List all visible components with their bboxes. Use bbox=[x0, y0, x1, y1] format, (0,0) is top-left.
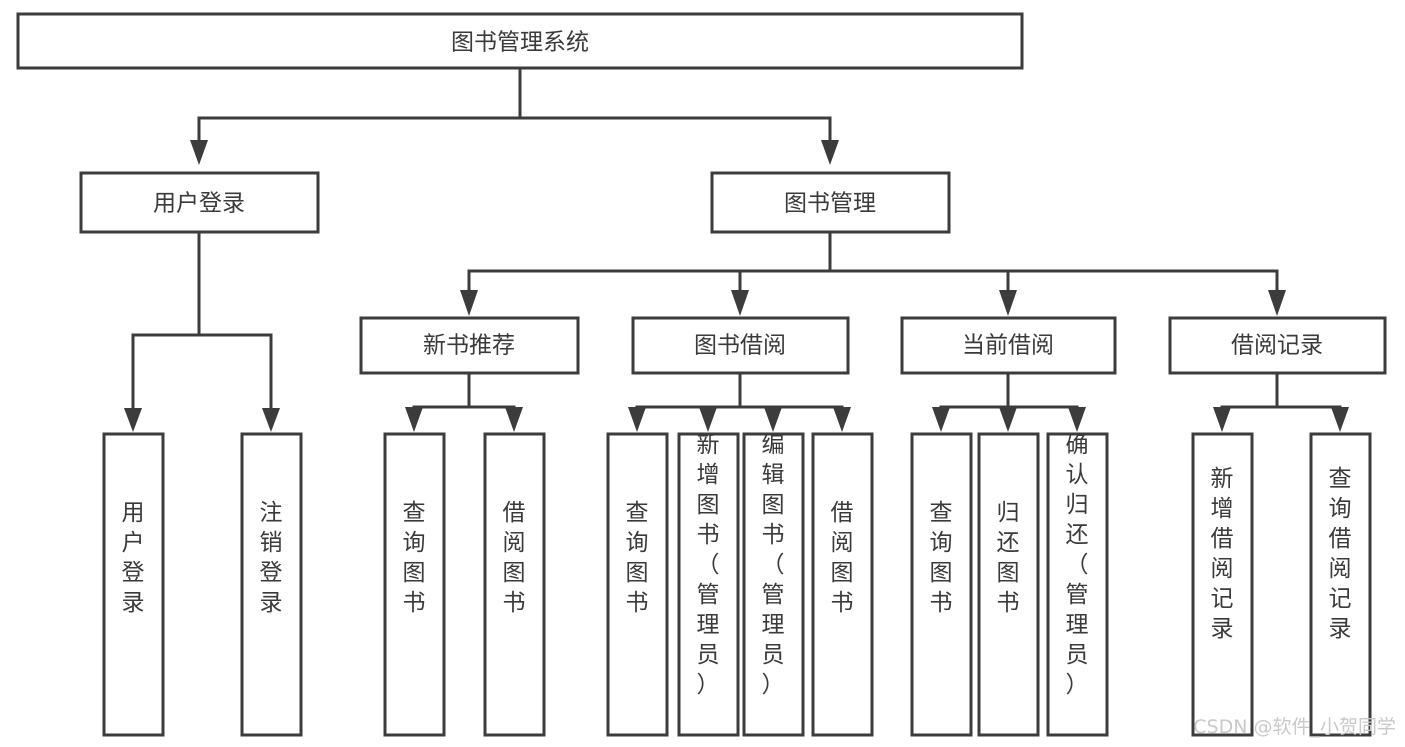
arrowhead-to-book-mgmt bbox=[821, 140, 839, 165]
arrowhead-borrow-leaf-2 bbox=[764, 407, 782, 432]
leaf-node-records-0[interactable]: 新增借阅记录 bbox=[1191, 432, 1254, 737]
leaf-node-current-2[interactable]: 确认归还（管理员） bbox=[1046, 432, 1109, 737]
node-book-management[interactable]: 图书管理 bbox=[710, 171, 951, 234]
arrowhead-recommend-leaf-1 bbox=[505, 407, 523, 432]
leaf-box-current-1[interactable] bbox=[977, 432, 1040, 737]
leaf-box-current-0[interactable] bbox=[910, 432, 973, 737]
leaf-node-current-0[interactable]: 查询图书 bbox=[910, 432, 973, 737]
leaf-label-current-0: 查询图书 bbox=[930, 500, 953, 616]
leaf-label-records-0: 新增借阅记录 bbox=[1211, 466, 1234, 642]
node-book-management-box[interactable] bbox=[710, 171, 951, 234]
node-book-management-label: 图书管理 bbox=[784, 191, 876, 217]
leaf-label-recommend-1: 借阅图书 bbox=[503, 500, 526, 616]
arrowhead-current-leaf-0 bbox=[932, 407, 950, 432]
node-user-login-label: 用户登录 bbox=[153, 191, 245, 217]
arrowhead-records-leaf-0 bbox=[1213, 407, 1231, 432]
leaf-node-current-1[interactable]: 归还图书 bbox=[977, 432, 1040, 737]
leaf-box-borrow-2[interactable] bbox=[742, 432, 805, 737]
node-current-borrow-label: 当前借阅 bbox=[962, 333, 1054, 359]
arrowhead-to-user-login bbox=[190, 140, 208, 165]
node-book-borrow[interactable]: 图书借阅 bbox=[631, 316, 850, 375]
arrowhead-to-new-book-recommend bbox=[460, 290, 478, 316]
node-user-login[interactable]: 用户登录 bbox=[79, 171, 320, 234]
node-new-book-recommend-box[interactable] bbox=[359, 316, 580, 375]
node-book-borrow-label: 图书借阅 bbox=[694, 333, 786, 359]
leaf-label-borrow-1: 新增图书（管理员） bbox=[697, 432, 720, 698]
node-user-login-box[interactable] bbox=[79, 171, 320, 234]
node-borrow-records[interactable]: 借阅记录 bbox=[1168, 316, 1387, 375]
arrowhead-to-book-borrow bbox=[731, 290, 749, 316]
arrowhead-borrow-leaf-0 bbox=[628, 407, 646, 432]
node-current-borrow-box[interactable] bbox=[900, 316, 1117, 375]
leaf-node-borrow-3[interactable]: 借阅图书 bbox=[811, 432, 874, 737]
arrowhead-records-leaf-1 bbox=[1331, 407, 1349, 432]
leaf-label-records-1: 查询借阅记录 bbox=[1329, 466, 1352, 642]
arrowhead-to-borrow-records bbox=[1268, 290, 1286, 316]
node-borrow-records-label: 借阅记录 bbox=[1231, 333, 1323, 359]
connector-group-book-mgmt bbox=[460, 230, 1286, 316]
node-book-borrow-box[interactable] bbox=[631, 316, 850, 375]
leaf-label-user-login-1: 注销登录 bbox=[260, 500, 283, 616]
leaf-box-user-login-1[interactable] bbox=[240, 432, 303, 737]
arrowhead-to-current-borrow bbox=[999, 290, 1017, 316]
arrowhead-borrow-leaf-1 bbox=[699, 407, 717, 432]
node-current-borrow[interactable]: 当前借阅 bbox=[900, 316, 1117, 375]
leaf-label-current-1: 归还图书 bbox=[997, 500, 1020, 616]
connector-group-borrow-records bbox=[1213, 371, 1349, 432]
leaf-box-recommend-0[interactable] bbox=[383, 432, 446, 737]
connector-group-user-login bbox=[124, 230, 280, 432]
node-root-book-management-system[interactable]: 图书管理系统 bbox=[16, 12, 1024, 70]
leaf-box-current-2[interactable] bbox=[1046, 432, 1109, 737]
leaf-box-records-0[interactable] bbox=[1191, 432, 1254, 737]
leaf-label-recommend-0: 查询图书 bbox=[403, 500, 426, 616]
leaf-node-user-login-1[interactable]: 注销登录 bbox=[240, 432, 303, 737]
arrowhead-current-leaf-1 bbox=[999, 407, 1017, 432]
leaf-label-borrow-0: 查询图书 bbox=[626, 500, 649, 616]
leaf-node-borrow-1[interactable]: 新增图书（管理员） bbox=[677, 432, 740, 737]
connector-group-new-book-recommend bbox=[405, 371, 523, 432]
leaf-box-borrow-3[interactable] bbox=[811, 432, 874, 737]
leaf-node-records-1[interactable]: 查询借阅记录 bbox=[1309, 432, 1372, 737]
csdn-watermark: CSDN @软件_小贺同学 bbox=[1193, 716, 1396, 738]
connector-group-current-borrow bbox=[932, 371, 1086, 432]
leaf-box-borrow-0[interactable] bbox=[606, 432, 669, 737]
arrowhead-user-login-leaf-0 bbox=[124, 408, 142, 432]
leaf-node-borrow-2[interactable]: 编辑图书（管理员） bbox=[742, 432, 805, 737]
leaf-label-user-login-0: 用户登录 bbox=[122, 500, 145, 616]
connector-group-root bbox=[190, 66, 839, 165]
connector-group-book-borrow bbox=[628, 371, 851, 432]
leaf-label-borrow-2: 编辑图书（管理员） bbox=[762, 432, 785, 698]
leaf-box-user-login-0[interactable] bbox=[102, 432, 165, 737]
leaf-node-user-login-0[interactable]: 用户登录 bbox=[102, 432, 165, 737]
leaf-box-recommend-1[interactable] bbox=[483, 432, 546, 737]
leaf-label-borrow-3: 借阅图书 bbox=[831, 500, 854, 616]
leaf-box-borrow-1[interactable] bbox=[677, 432, 740, 737]
leaf-node-recommend-1[interactable]: 借阅图书 bbox=[483, 432, 546, 737]
node-root-label: 图书管理系统 bbox=[451, 30, 589, 56]
leaf-box-records-1[interactable] bbox=[1309, 432, 1372, 737]
leaf-node-borrow-0[interactable]: 查询图书 bbox=[606, 432, 669, 737]
leaf-node-recommend-0[interactable]: 查询图书 bbox=[383, 432, 446, 737]
arrowhead-user-login-leaf-1 bbox=[262, 408, 280, 432]
node-new-book-recommend-label: 新书推荐 bbox=[423, 333, 515, 359]
node-root-box[interactable] bbox=[16, 12, 1024, 70]
arrowhead-current-leaf-2 bbox=[1068, 407, 1086, 432]
node-borrow-records-box[interactable] bbox=[1168, 316, 1387, 375]
leaf-label-current-2: 确认归还（管理员） bbox=[1066, 432, 1089, 698]
arrowhead-recommend-leaf-0 bbox=[405, 407, 423, 432]
node-new-book-recommend[interactable]: 新书推荐 bbox=[359, 316, 580, 375]
arrowhead-borrow-leaf-3 bbox=[833, 407, 851, 432]
